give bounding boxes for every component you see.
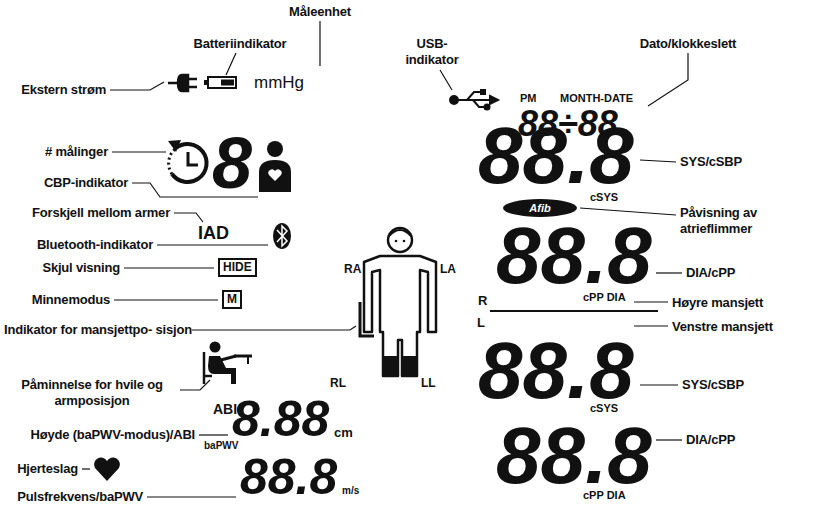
segment-digits: 88.8 [496,416,652,496]
callout-label: Høyde (baPWV-modus)/ABI [31,427,195,443]
symbol-text: M [227,293,237,306]
lcd-text: m/s [342,486,359,496]
callout-label: SYS/cSBP [682,377,744,393]
lcd-text: L [477,316,485,329]
callout-label: Indikator for mansjettpo- sisjon [3,322,193,338]
callout-label: Batteriindikator [194,36,287,52]
bluetooth-icon [273,223,291,249]
callout-label: # målinger [45,144,108,160]
callout-label: Forskjell mellom armer [32,205,170,221]
callout-label: Skjul visning [42,260,120,276]
callout-label: Hjerteslag [17,461,78,477]
segment-digits: 88.8 [478,116,634,196]
callout-label: Pulsfrekvens/baPWV [17,489,143,505]
lcd-boxed-symbol: HIDE [218,258,257,277]
lcd-text: cPP DIA [583,292,626,303]
callout-label: SYS/cSBP [680,154,742,170]
callout-label: USB- indikator [396,36,468,67]
segment-digits: 88.8 [478,331,634,411]
callout-label: Dato/klokkeslett [640,36,737,52]
cbp-person-icon [259,141,291,192]
callout-label: CBP-indikator [44,175,128,191]
segment-digits: 8 [212,127,252,199]
lcd-text: mmHg [254,74,304,91]
leader-lines [82,21,688,497]
lcd-text: baPWV [204,441,238,451]
lcd-text: cm [334,426,353,439]
segment-digits: 8.88 [232,394,329,444]
lcd-text: cSYS [590,192,618,203]
lcd-text: LA [440,263,456,275]
lcd-text: IAD [198,224,229,242]
lcd-text: RL [330,377,346,389]
lcd-text: LL [421,377,436,389]
body-figure [360,228,436,376]
callout-label: Høyre mansjett [672,295,763,311]
lcd-text: MONTH-DATE [560,93,633,104]
usb-icon [450,90,498,110]
symbol-text: HIDE [223,261,252,274]
heart-icon [94,458,120,481]
callout-label: Påminnelse for hvile og armposisjon [3,377,181,408]
plug-icon [168,75,197,91]
callout-label: DIA/cPP [686,265,735,281]
clock-icon [168,140,207,182]
lcd-text: cSYS [590,403,618,414]
segment-digits: 88.8 [496,216,652,296]
callout-label: Ekstern strøm [21,82,106,98]
callout-label: Måleenhet [289,4,351,20]
lcd-text: R [478,294,487,307]
lcd-boxed-symbol: M [222,290,242,309]
callout-label: Påvisning av atrieflimmer [680,205,790,236]
lcd-text: RA [344,263,361,275]
cuff-separator [490,310,658,312]
lcd-text: Afib [529,203,550,214]
callout-label: Venstre mansjett [672,319,773,335]
lcd-text: PM [520,93,537,104]
callout-label: DIA/cPP [686,432,735,448]
battery-icon [204,77,236,88]
segment-digits: 88.8 [240,452,337,502]
callout-label: Bluetooth-indikator [37,237,153,253]
afib-badge [503,199,577,217]
lcd-text: cPP DIA [583,490,626,501]
seated-person-icon [204,342,252,385]
callout-label: Minnemodus [32,292,110,308]
